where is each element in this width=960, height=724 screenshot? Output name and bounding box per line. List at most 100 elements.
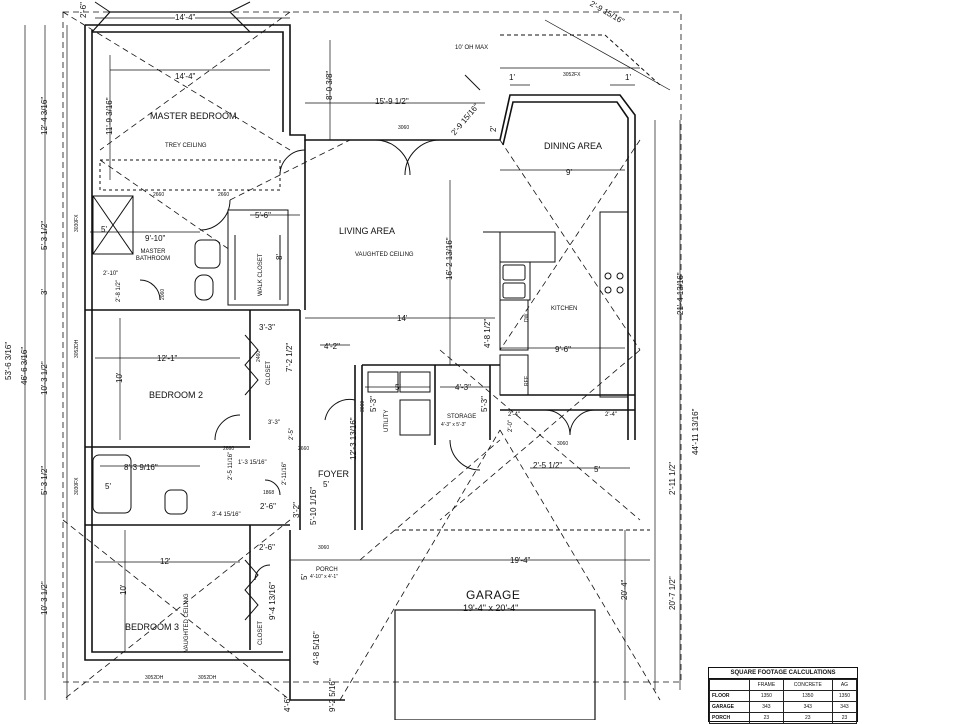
dim-5-bath2: 5' [105, 482, 111, 491]
window-3030fx-b2: 3030FX [74, 477, 80, 495]
dim-14-4-top: 14'-4" [175, 13, 196, 22]
table-cell: 23 [749, 712, 784, 724]
dim-2-0: 2'-0" [508, 420, 514, 432]
room-dining-area: DINING AREA [544, 141, 603, 151]
window-3060-garage: 3060 [557, 441, 569, 447]
sqft-grid: FRAME CONCRETE AG FLOOR 1350 1350 1350 G… [708, 679, 858, 724]
dim-3-2: 3'-2" [292, 502, 301, 518]
dim-19-4: 19'-4" [510, 556, 531, 565]
dim-2-5-1-2: 2'-5 1/2" [533, 461, 563, 470]
storage-size: 4'-3" x 5'-3" [441, 422, 467, 428]
dim-5-3-stor: 5'-3" [480, 396, 489, 412]
dim-2-10: 2'-10" [103, 271, 119, 277]
table-header: CONCRETE [782, 679, 833, 691]
room-master-bedroom: MASTER BEDROOM [150, 111, 237, 121]
dim-9-10: 9'-10" [145, 234, 166, 243]
dim-4-6: 4'-6" [283, 696, 292, 712]
dim-5-garage: 5' [594, 465, 600, 474]
table-header [708, 679, 751, 691]
fixture-refrigerator: REF [524, 376, 530, 386]
table-cell: 343 [782, 701, 833, 713]
dim-53-6: 53'-6 3/16" [4, 341, 13, 380]
dim-5-util: 5' [395, 383, 401, 392]
dim-10-3-bot: 10'-3 1/2" [40, 581, 49, 615]
dim-12-bed3: 12' [160, 557, 171, 566]
dim-4-3: 4'-3" [455, 383, 471, 392]
room-closet-bed3: CLOSET [258, 620, 264, 645]
window-2660-d: 2660 [298, 446, 310, 452]
room-master-bathroom: MASTER BATHROOM [135, 249, 171, 262]
window-1868: 1868 [263, 490, 275, 496]
window-3060-top: 3060 [398, 125, 410, 131]
dim-3-3b: 3'-3" [268, 420, 280, 426]
dim-5-3-util: 5'-3" [369, 396, 378, 412]
dim-8-0-3-8: 8'-0 3/8" [325, 70, 334, 100]
table-cell: 343 [831, 701, 858, 713]
dim-4-8: 4'-8 1/2" [483, 318, 492, 348]
room-garage: GARAGE [466, 588, 521, 602]
window-2660-c: 2660 [223, 446, 235, 452]
room-kitchen: KITCHEN [551, 306, 578, 312]
dim-8-wic: 8' [275, 254, 284, 260]
table-cell: 1350 [749, 690, 784, 702]
dim-9-2: 9'-2 5/16" [328, 678, 337, 712]
dim-8-3: 8'-3 9/16" [124, 463, 158, 472]
dim-2-6-b: 2'-6" [259, 543, 275, 552]
dim-12-3: 12'-3 13/16" [349, 417, 358, 460]
table-row: PORCH 23 23 23 [708, 712, 858, 724]
dim-5-porch: 5' [300, 574, 309, 580]
porch-size: 4'-10" x 4'-1" [310, 574, 338, 580]
dim-14-living: 14' [397, 314, 408, 323]
dim-9-dining: 9' [566, 168, 572, 177]
room-utility: UTILITY [384, 409, 390, 432]
window-3052dh-b3a: 3052DH [145, 675, 164, 681]
label-living-vaulted: VAUGHTED CEILING [355, 252, 414, 258]
table-header: FRAME [749, 679, 784, 691]
garage-size: 19'-4" x 20'-4" [463, 603, 519, 613]
dim-2-11-r: 2'-11 1/2" [668, 461, 677, 495]
table-cell: 23 [831, 712, 858, 724]
window-2660-b: 2660 [218, 192, 230, 198]
table-cell: PORCH [708, 712, 751, 724]
dim-9-4: 9'-4 13/16" [268, 581, 277, 620]
table-cell: 23 [782, 712, 833, 724]
dim-5-10: 5'-10 1/16" [309, 486, 318, 525]
room-walk-in-closet: WALK CLOSET [258, 253, 264, 296]
dim-2-8: 2'-8 1/2" [116, 280, 122, 302]
dim-5-6: 5'-6" [255, 211, 271, 220]
window-2060-a: 2060 [160, 288, 166, 300]
window-3052dh-bed2: 3052DH [74, 339, 80, 358]
room-living-area: LIVING AREA [339, 226, 396, 236]
room-bedroom-3: BEDROOM 3 [125, 622, 180, 632]
dim-2-11: 2'-11/16" [282, 461, 288, 485]
dim-21-4: 21'-4 13/16" [676, 272, 685, 315]
sqft-title: SQUARE FOOTAGE CALCULATIONS [709, 668, 857, 679]
window-3060-porch: 3060 [318, 545, 330, 551]
dim-46-6: 46'-6 3/16" [20, 346, 29, 385]
dim-1-left: 1' [509, 73, 515, 82]
dim-20-4: 20'-4" [620, 579, 629, 600]
table-row: FRAME CONCRETE AG [708, 679, 858, 691]
dim-7-2: 7'-2 1/2" [285, 342, 294, 372]
square-footage-table: SQUARE FOOTAGE CALCULATIONS FRAME CONCRE… [708, 667, 858, 724]
dim-1-3: 1'-3 15/16" [238, 460, 267, 466]
table-cell: FLOOR [708, 690, 751, 702]
table-cell: 1350 [782, 690, 833, 702]
room-porch: PORCH [316, 567, 338, 573]
label-bedroom3-vaulted: VAUGHTED CEILING [184, 593, 190, 652]
dim-5-3-top: 5'-3 1/2" [40, 220, 49, 250]
table-cell: 1350 [831, 690, 858, 702]
dim-2-4-a: 2'-4" [508, 412, 520, 418]
dim-20-7: 20'-7 1/2" [668, 576, 677, 610]
dim-3-4: 3'-4 15/16" [212, 512, 241, 518]
window-3060-storage: 3060 [360, 400, 366, 412]
window-2460: 2460 [256, 350, 262, 362]
fixture-dishwasher: DW [524, 313, 530, 322]
label-10-oh-max: 10' OH MAX [455, 45, 489, 51]
dim-15-9: 15'-9 1/2" [375, 97, 409, 106]
dim-4-2: 4'-2" [324, 342, 340, 351]
dim-5-bath: 5' [101, 225, 107, 234]
window-3030fx-bath: 3030FX [74, 214, 80, 232]
dim-44-11: 44'-11 13/16" [691, 408, 700, 455]
